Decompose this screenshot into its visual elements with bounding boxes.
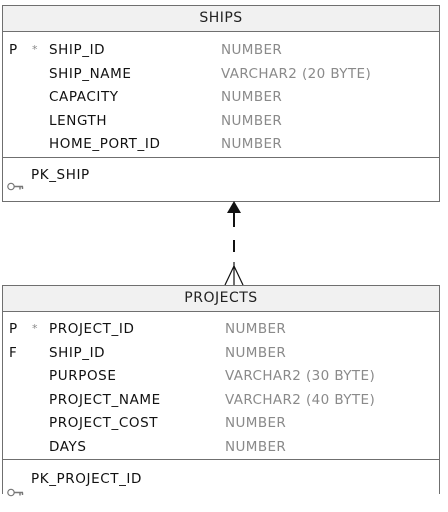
column-name: LENGTH xyxy=(49,112,108,129)
column-name: PURPOSE xyxy=(49,368,117,384)
column-type: NUMBER xyxy=(225,321,287,337)
mandatory-marker: * xyxy=(32,322,39,335)
column-row[interactable]: F SHIP_ID NUMBER xyxy=(3,342,439,366)
column-type: NUMBER xyxy=(221,89,283,105)
column-name: HOME_PORT_ID xyxy=(49,136,161,152)
column-type: VARCHAR2 (30 BYTE) xyxy=(225,368,376,384)
column-row[interactable]: DAYS NUMBER xyxy=(3,436,439,460)
column-row[interactable]: HOME_PORT_ID NUMBER xyxy=(3,133,439,157)
key-icon xyxy=(7,170,24,205)
primary-key-name: PK_SHIP xyxy=(31,166,90,183)
column-row[interactable]: CAPACITY NUMBER xyxy=(3,86,439,110)
column-type: NUMBER xyxy=(221,42,283,58)
column-row[interactable]: PURPOSE VARCHAR2 (30 BYTE) xyxy=(3,365,439,389)
column-row[interactable]: LENGTH NUMBER xyxy=(3,110,439,134)
column-name: SHIP_NAME xyxy=(49,65,132,82)
mandatory-marker: * xyxy=(32,43,39,56)
column-row[interactable]: P * PROJECT_ID NUMBER xyxy=(3,318,439,342)
key-marker: P xyxy=(9,321,18,337)
crows-foot-right xyxy=(233,265,244,286)
column-name: SHIP_ID xyxy=(49,42,106,58)
column-name: PROJECT_COST xyxy=(49,415,159,431)
ships-table-title: SHIPS xyxy=(3,6,439,32)
key-separator xyxy=(3,459,439,460)
primary-key-name: PK_PROJECT_ID xyxy=(31,471,143,487)
key-separator xyxy=(3,156,439,158)
ships-table[interactable]: SHIPS P * SHIP_ID NUMBER SHIP_NAME VARCH… xyxy=(2,5,440,202)
key-marker: P xyxy=(9,42,18,58)
column-name: CAPACITY xyxy=(49,89,119,105)
key-marker: F xyxy=(9,344,18,361)
column-row[interactable]: SHIP_NAME VARCHAR2 (20 BYTE) xyxy=(3,63,439,87)
column-name: PROJECT_ID xyxy=(49,321,135,337)
column-name: DAYS xyxy=(49,438,87,455)
column-row[interactable]: PROJECT_NAME VARCHAR2 (40 BYTE) xyxy=(3,389,439,413)
projects-columns: P * PROJECT_ID NUMBER F SHIP_ID NUMBER P… xyxy=(3,312,439,459)
column-type: NUMBER xyxy=(225,344,287,361)
projects-table-title: PROJECTS xyxy=(3,286,439,312)
column-type: VARCHAR2 (20 BYTE) xyxy=(221,65,372,82)
column-row[interactable]: P * SHIP_ID NUMBER xyxy=(3,39,439,63)
ships-columns: P * SHIP_ID NUMBER SHIP_NAME VARCHAR2 (2… xyxy=(3,32,439,157)
relationship-connector[interactable] xyxy=(0,0,448,290)
column-type: NUMBER xyxy=(225,415,287,431)
column-type: NUMBER xyxy=(225,438,287,455)
crows-foot-left xyxy=(224,265,235,286)
key-icon xyxy=(7,474,24,512)
column-type: NUMBER xyxy=(221,112,283,129)
primary-key-row[interactable]: PK_SHIP xyxy=(3,158,439,193)
column-name: SHIP_ID xyxy=(49,344,106,361)
column-name: PROJECT_NAME xyxy=(49,391,161,408)
primary-key-row[interactable]: PK_PROJECT_ID xyxy=(3,460,439,498)
arrowhead-icon xyxy=(227,201,241,213)
column-type: NUMBER xyxy=(221,136,283,152)
projects-table[interactable]: PROJECTS P * PROJECT_ID NUMBER F SHIP_ID… xyxy=(2,285,440,497)
column-row[interactable]: PROJECT_COST NUMBER xyxy=(3,412,439,436)
column-type: VARCHAR2 (40 BYTE) xyxy=(225,391,376,408)
